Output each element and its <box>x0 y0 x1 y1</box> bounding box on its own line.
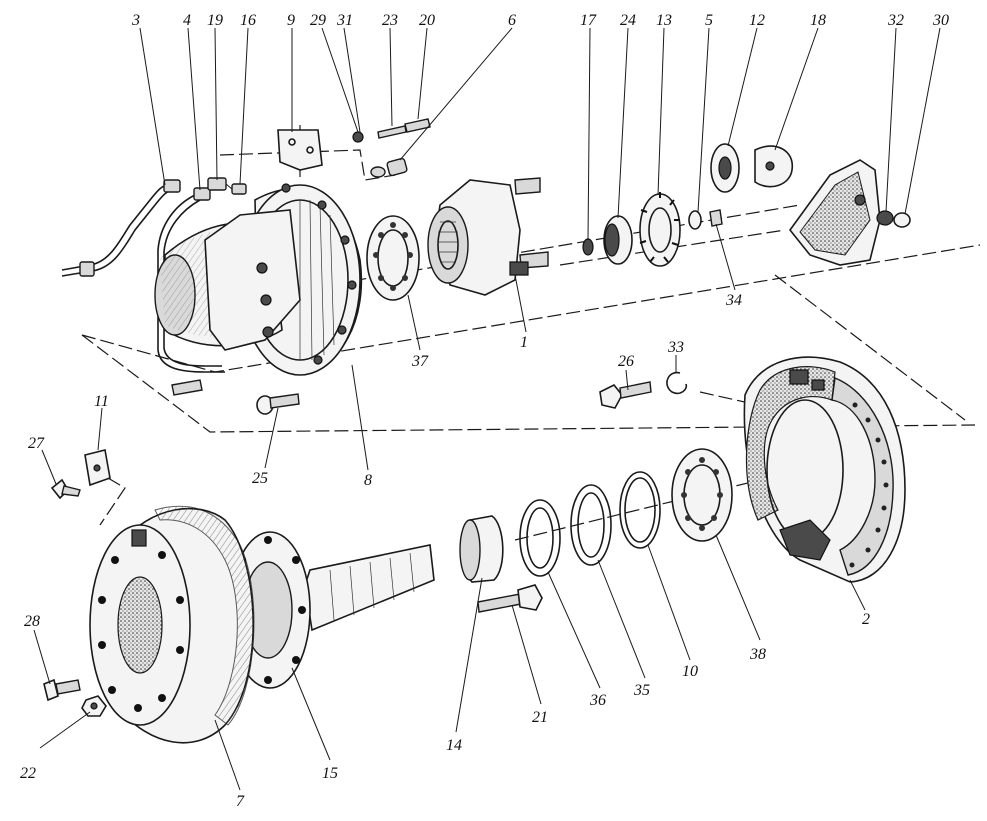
callout-33: 33 <box>667 339 684 356</box>
callout-13: 13 <box>656 12 672 29</box>
callout-labels: 3 4 19 16 9 29 31 23 20 6 17 24 13 5 12 … <box>20 12 949 810</box>
brake-drum-7 <box>89 505 255 744</box>
screw-27 <box>50 478 81 500</box>
housing-bolt-holes <box>256 183 357 365</box>
callout-34: 34 <box>725 292 742 309</box>
callout-19: 19 <box>207 12 223 29</box>
clip-33 <box>666 371 688 395</box>
callout-10: 10 <box>682 663 698 680</box>
callout-18: 18 <box>810 12 826 29</box>
callout-21: 21 <box>532 709 548 726</box>
seal-36 <box>519 499 561 577</box>
callout-12: 12 <box>749 12 765 29</box>
callout-2: 2 <box>862 611 870 628</box>
callout-38: 38 <box>749 646 766 663</box>
callout-17: 17 <box>580 12 597 29</box>
callout-24: 24 <box>620 12 636 29</box>
callout-7: 7 <box>236 793 245 810</box>
callout-26: 26 <box>618 353 634 370</box>
callout-16: 16 <box>240 12 256 29</box>
callout-8: 8 <box>364 472 372 489</box>
callout-20: 20 <box>419 12 435 29</box>
callout-30: 30 <box>932 12 949 29</box>
axle-housing-8 <box>154 183 363 376</box>
callout-37: 37 <box>411 353 429 370</box>
cover-12 <box>710 143 740 193</box>
brake-backing-plate-2 <box>743 356 906 583</box>
bearing-37 <box>366 215 420 301</box>
seal-17 <box>582 238 594 256</box>
brake-pipe-3 <box>61 179 181 277</box>
bearing-38 <box>671 448 733 542</box>
lining-rivets <box>849 402 889 568</box>
leader-lines <box>33 27 941 791</box>
gear-13 <box>639 192 681 267</box>
callout-6: 6 <box>508 12 516 29</box>
callout-29: 29 <box>310 12 326 29</box>
callout-15: 15 <box>322 765 338 782</box>
callout-3: 3 <box>131 12 140 29</box>
callout-11: 11 <box>94 393 109 410</box>
hub-flange-1 <box>427 177 549 296</box>
ring-10 <box>619 471 661 549</box>
callout-28: 28 <box>24 613 40 630</box>
bolt-25 <box>256 393 300 415</box>
nut-32-30 <box>876 210 911 228</box>
bolt-26 <box>599 381 652 409</box>
callout-31: 31 <box>336 12 353 29</box>
brake-pipe-4 <box>157 187 225 396</box>
seal-35 <box>570 484 612 566</box>
washer-5 <box>688 210 702 230</box>
callout-27: 27 <box>28 435 45 452</box>
callout-5: 5 <box>705 12 713 29</box>
callout-4: 4 <box>183 12 191 29</box>
shoe-anchor-bracket <box>788 159 881 266</box>
bolt-21 <box>477 584 543 613</box>
callout-36: 36 <box>589 692 606 709</box>
lock-34 <box>709 209 723 227</box>
callout-23: 23 <box>382 12 398 29</box>
callout-1: 1 <box>520 334 528 351</box>
bushing-14 <box>459 515 504 583</box>
callout-25: 25 <box>252 470 268 487</box>
nut-22 <box>81 695 107 717</box>
bracket-9 <box>277 129 323 171</box>
bearing-24 <box>603 215 633 265</box>
bolt-28 <box>43 678 81 702</box>
callout-35: 35 <box>633 682 650 699</box>
axle-shaft-15 <box>229 531 435 689</box>
callout-32: 32 <box>887 12 904 29</box>
callout-22: 22 <box>20 765 36 782</box>
bleed-screw-group <box>352 118 431 178</box>
clip-11 <box>84 449 126 526</box>
callout-9: 9 <box>287 12 295 29</box>
callout-14: 14 <box>446 737 462 754</box>
cover-18 <box>754 145 793 188</box>
